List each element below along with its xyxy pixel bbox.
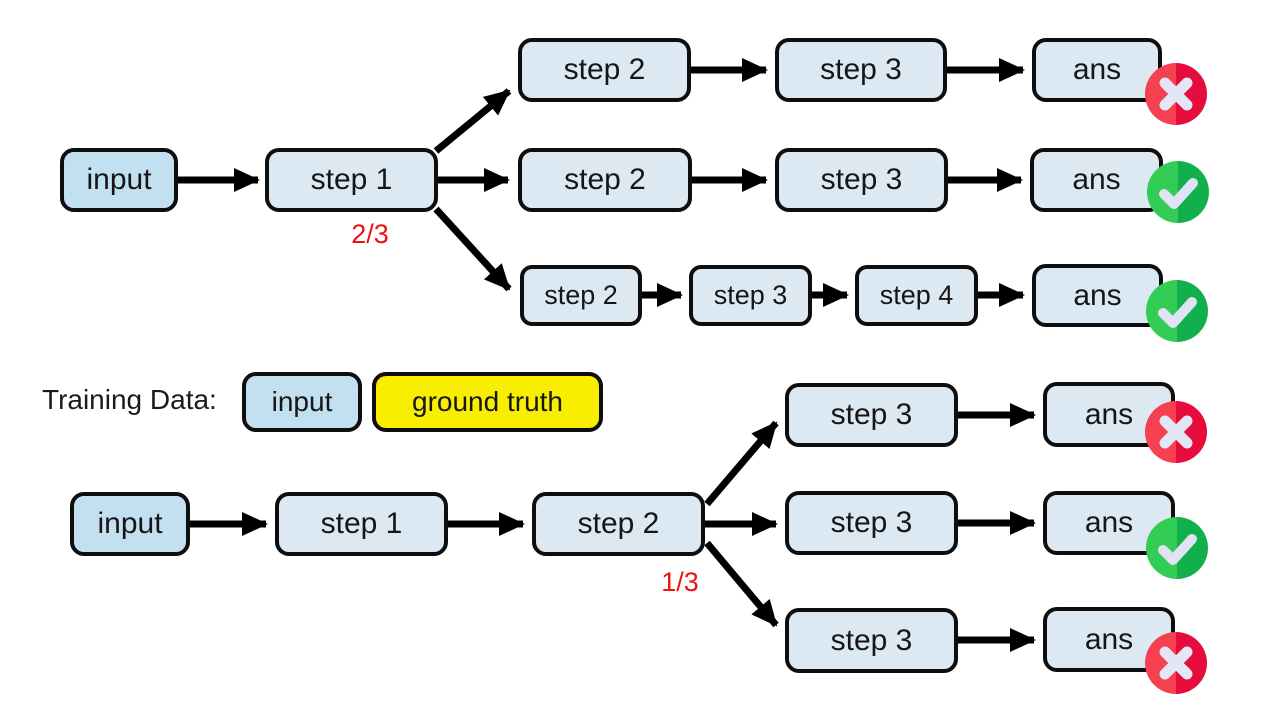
top-r3-result-badge bbox=[1146, 280, 1208, 342]
bottom-b1-result-badge bbox=[1145, 401, 1207, 463]
bottom-step2-box: step 2 bbox=[532, 492, 705, 556]
training-data-label: Training Data: bbox=[42, 384, 217, 415]
bottom-b3-step3-box: step 3 bbox=[785, 608, 958, 673]
top-r1-step2-box: step 2 bbox=[518, 38, 691, 102]
top-r2-step2-box: step 2 bbox=[518, 148, 692, 212]
top-r3-step3-box: step 3 bbox=[689, 265, 812, 326]
bottom-b2-ans-box: ans bbox=[1043, 491, 1175, 555]
cross-icon bbox=[1159, 646, 1193, 680]
bottom-step1-box: step 1 bbox=[275, 492, 448, 556]
bottom-input-box: input bbox=[70, 492, 190, 556]
bottom-b3-result-badge bbox=[1145, 632, 1207, 694]
top-r1-result-badge bbox=[1145, 63, 1207, 125]
arrow-bottom-step2-branch3 bbox=[704, 540, 779, 628]
top-fraction-label: 2/3 bbox=[351, 219, 389, 249]
top-input-box: input bbox=[60, 148, 178, 212]
cross-icon bbox=[1159, 77, 1193, 111]
check-icon bbox=[1158, 297, 1197, 328]
bottom-b2-step3-box: step 3 bbox=[785, 491, 958, 555]
top-r1-step3-box: step 3 bbox=[775, 38, 947, 102]
top-r2-ans-box: ans bbox=[1030, 148, 1163, 212]
bottom-fraction-label: 1/3 bbox=[661, 567, 699, 597]
arrow-top-step1-branch1 bbox=[433, 88, 512, 154]
bottom-b1-step3-box: step 3 bbox=[785, 383, 958, 447]
cross-icon bbox=[1159, 415, 1193, 449]
top-r2-result-badge bbox=[1147, 161, 1209, 223]
check-icon bbox=[1158, 534, 1197, 565]
arrow-bottom-step2-branch1 bbox=[704, 420, 779, 507]
training-input-box: input bbox=[242, 372, 362, 432]
arrow-top-step1-branch3 bbox=[433, 206, 512, 292]
bottom-b2-result-badge bbox=[1146, 517, 1208, 579]
top-r1-ans-box: ans bbox=[1032, 38, 1162, 102]
check-icon bbox=[1159, 178, 1198, 209]
top-r3-step4-box: step 4 bbox=[855, 265, 978, 326]
training-ground-truth-box: ground truth bbox=[372, 372, 603, 432]
top-step1-box: step 1 bbox=[265, 148, 438, 212]
top-r3-step2-box: step 2 bbox=[520, 265, 642, 326]
top-r3-ans-box: ans bbox=[1032, 264, 1163, 327]
top-r2-step3-box: step 3 bbox=[775, 148, 948, 212]
